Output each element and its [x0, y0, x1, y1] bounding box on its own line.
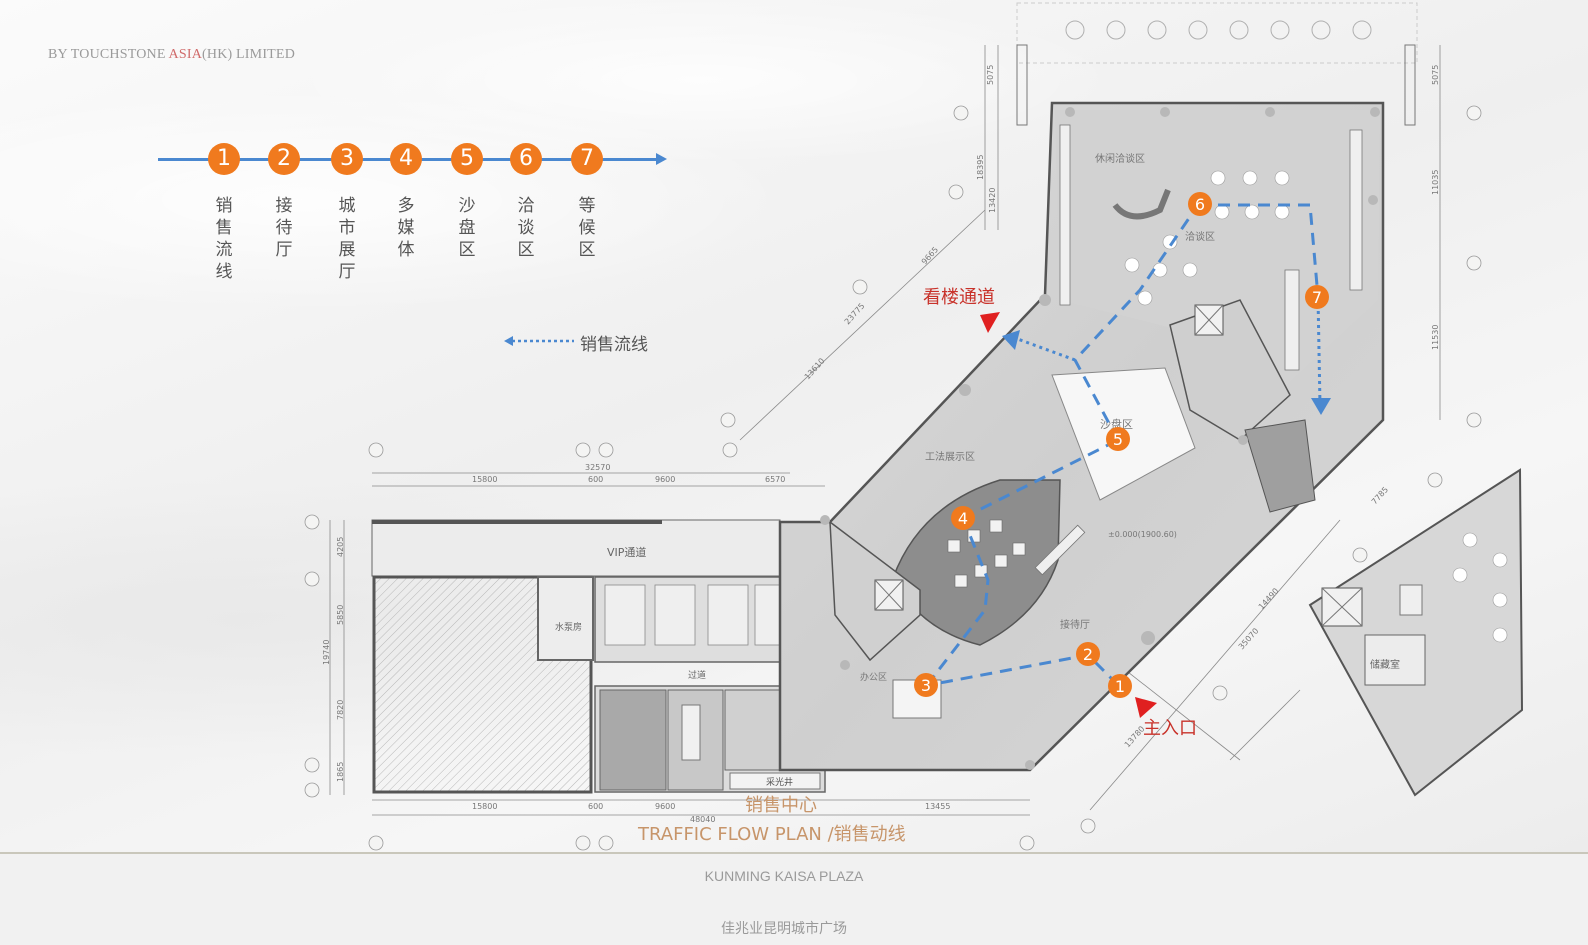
svg-text:1865: 1865	[336, 762, 345, 782]
step-number: 7	[571, 143, 603, 175]
marker-5: 5	[1113, 430, 1123, 449]
step-label: 接待厅	[275, 196, 293, 260]
office-label: 办公区	[860, 671, 887, 683]
main-hall: 沙盘区 工法展示区 接待厅 洽谈区 休闲洽谈区 ±0.000(1900.60)	[778, 101, 1385, 772]
marker-2: 2	[1083, 645, 1093, 664]
footer-divider	[0, 852, 1588, 854]
legend-step-5: 5 沙盘区	[451, 143, 483, 261]
legend-step-1: 1 销售流线	[208, 143, 240, 283]
step-label: 城市展厅	[338, 196, 356, 282]
flow-arrow-icon	[1311, 398, 1331, 415]
step-label: 洽谈区	[517, 196, 535, 260]
marker-4: 4	[958, 509, 968, 528]
outdoor-furniture	[1016, 2, 1418, 126]
legend-step-4: 4 多媒体	[390, 143, 422, 261]
svg-text:48040: 48040	[690, 815, 715, 824]
legend-step-3: 3 城市展厅	[331, 143, 363, 283]
svg-text:14490: 14490	[1257, 586, 1281, 611]
legend-step-6: 6 洽谈区	[510, 143, 542, 261]
legend-step-7: 7 等候区	[571, 143, 603, 261]
marker-6: 6	[1195, 195, 1205, 214]
step-number: 3	[331, 143, 363, 175]
svg-text:600: 600	[588, 802, 603, 811]
footer-project-cn: 佳兆业昆明城市广场	[721, 921, 847, 937]
footer	[0, 854, 1588, 945]
legend-arrow-icon	[656, 153, 667, 165]
svg-text:11530: 11530	[1431, 325, 1440, 350]
svg-text:13455: 13455	[925, 802, 950, 811]
svg-text:13420: 13420	[988, 188, 997, 213]
storage-label: 储藏室	[1370, 658, 1400, 671]
svg-text:15800: 15800	[472, 475, 497, 484]
step-number: 2	[268, 143, 300, 175]
step-label: 多媒体	[397, 196, 415, 260]
main-entrance-label: 主入口	[1143, 718, 1197, 739]
svg-text:35070: 35070	[1237, 626, 1261, 651]
svg-text:9600: 9600	[655, 475, 675, 484]
grid-markers	[304, 105, 1482, 851]
corridor-label: 过道	[688, 669, 706, 681]
art-label: 工法展示区	[925, 450, 975, 463]
svg-text:5075: 5075	[1431, 65, 1440, 85]
svg-text:13610: 13610	[803, 356, 827, 381]
svg-text:7785: 7785	[1370, 485, 1390, 506]
step-label: 沙盘区	[458, 196, 476, 260]
footer-project-en: KUNMING KAISA PLAZA	[704, 868, 864, 884]
elevation-label: ±0.000(1900.60)	[1108, 530, 1177, 539]
skylight-label: 采光井	[766, 776, 793, 788]
svg-text:4205: 4205	[336, 537, 345, 557]
svg-text:5850: 5850	[336, 605, 345, 625]
view-passage-label: 看楼通道	[923, 287, 995, 308]
brand-text: BY TOUCHSTONE ASIA(HK) LIMITED	[48, 47, 295, 62]
step-number: 1	[208, 143, 240, 175]
svg-text:9600: 9600	[655, 802, 675, 811]
svg-text:11035: 11035	[1431, 170, 1440, 195]
reception-label: 接待厅	[1060, 618, 1090, 631]
step-number: 6	[510, 143, 542, 175]
svg-text:18395: 18395	[976, 155, 985, 180]
legend-step-2: 2 接待厅	[268, 143, 300, 261]
svg-text:9665: 9665	[920, 245, 940, 266]
plan-title-cn: 销售中心	[745, 795, 817, 816]
dotted-legend-label: 销售流线	[580, 335, 648, 355]
svg-text:5075: 5075	[986, 65, 995, 85]
side-block: 储藏室	[1308, 468, 1524, 797]
plan-title-en: TRAFFIC FLOW PLAN /销售动线	[638, 824, 906, 845]
step-label: 等候区	[578, 196, 596, 260]
svg-text:6570: 6570	[765, 475, 785, 484]
entrance-flag-icon	[1135, 697, 1157, 718]
flow-markers: 1 2 3 4 5 6 7	[914, 192, 1329, 698]
dotted-arrow-icon	[504, 336, 574, 346]
marker-1: 1	[1115, 677, 1125, 696]
dimension-lines	[329, 45, 1441, 816]
water-pump-label: 水泵房	[555, 621, 582, 633]
step-number: 5	[451, 143, 483, 175]
marker-3: 3	[921, 676, 931, 695]
svg-text:600: 600	[588, 475, 603, 484]
dotted-line-legend: 销售流线	[504, 330, 648, 357]
svg-text:23775: 23775	[843, 301, 867, 326]
marker-7: 7	[1312, 288, 1322, 307]
office-block: VIP通道 水泵房 采光井 过道	[371, 519, 831, 794]
svg-text:7820: 7820	[336, 700, 345, 720]
vip-label: VIP通道	[607, 545, 646, 559]
floor-plan: VIP通道 水泵房 采光井 过道 沙盘区 工法展示区 接待厅 洽谈	[304, 2, 1524, 851]
step-label: 销售流线	[215, 196, 233, 282]
svg-text:32570: 32570	[585, 463, 610, 472]
step-number: 4	[390, 143, 422, 175]
passage-flag-icon	[980, 312, 1000, 333]
flow-arrow-icon	[1002, 330, 1020, 350]
svg-text:19740: 19740	[322, 640, 331, 665]
negotiation-label: 洽谈区	[1185, 230, 1215, 243]
flow-path	[925, 203, 1320, 687]
svg-text:15800: 15800	[472, 802, 497, 811]
leisure-label: 休闲洽谈区	[1095, 152, 1145, 165]
